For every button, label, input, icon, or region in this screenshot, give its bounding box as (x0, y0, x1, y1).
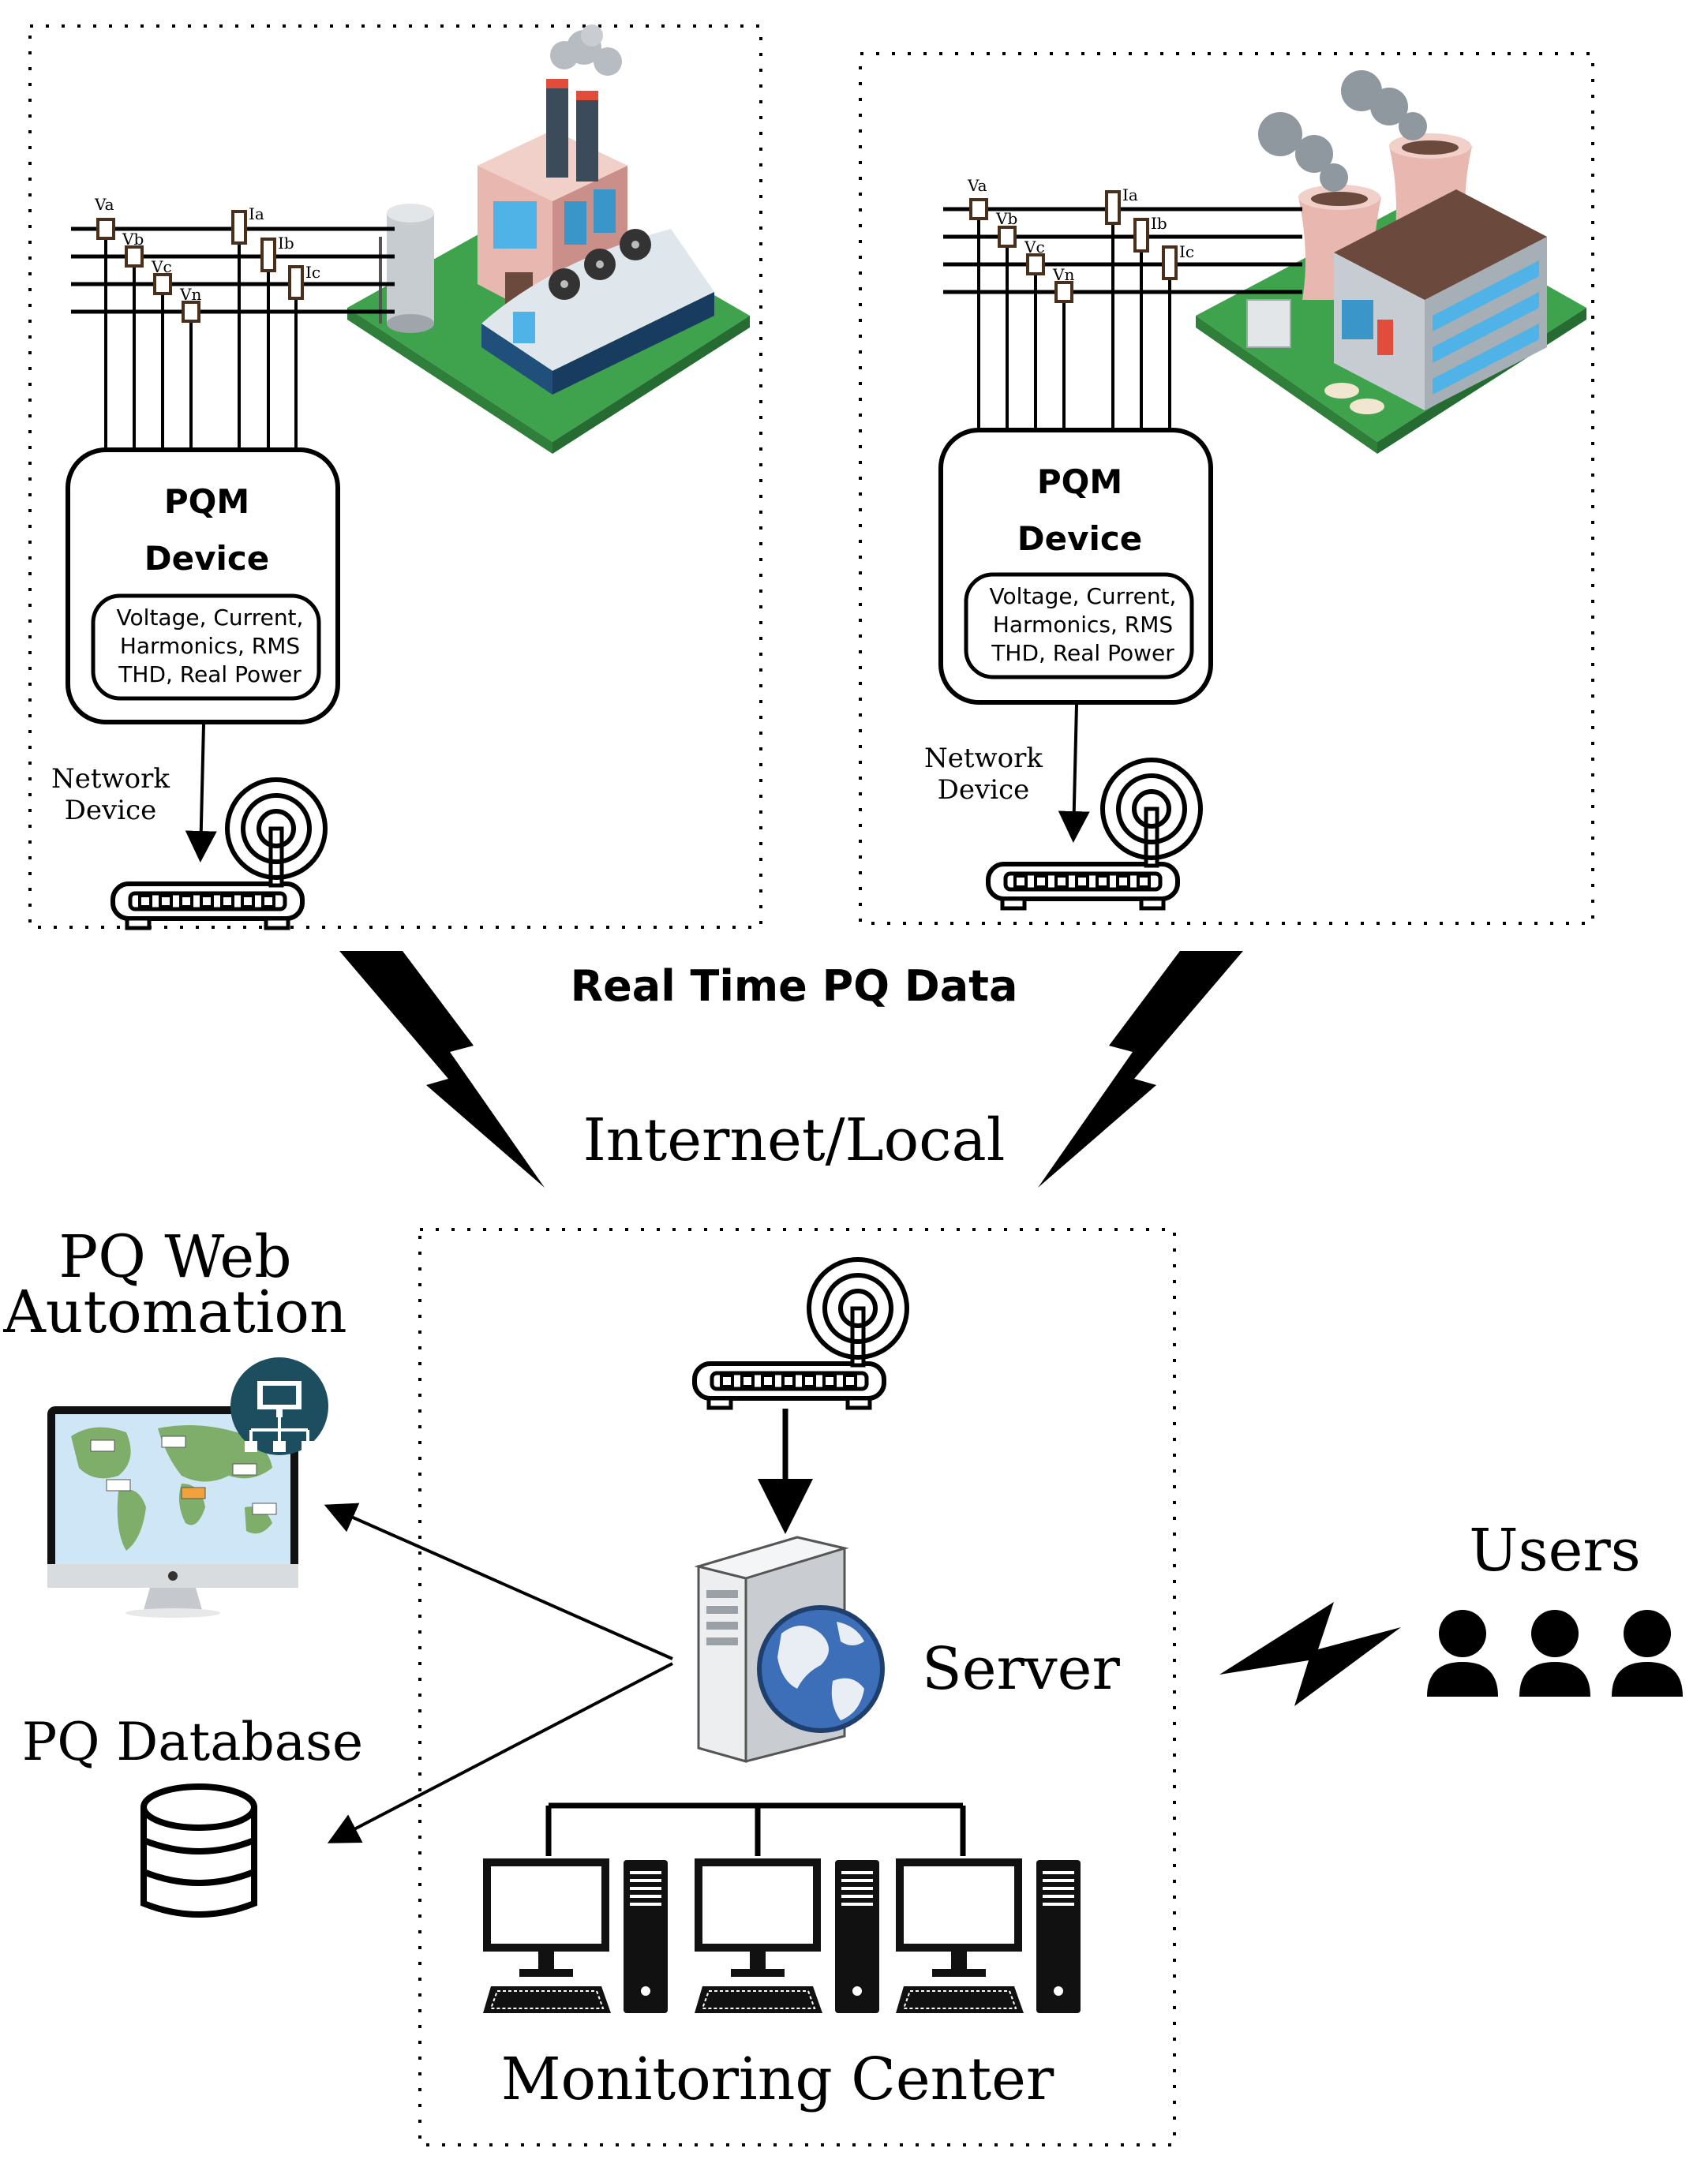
users: Users (1219, 1517, 1683, 1706)
left-pqm-device: PQM Device Voltage, Current, Harmonics, … (66, 447, 340, 724)
right-device-title-2: Device (1017, 519, 1143, 558)
server-icon (694, 1536, 885, 1763)
web-automation-label-2: Automation (2, 1278, 346, 1346)
pq-database: PQ Database (22, 1712, 363, 1918)
workstation-network (545, 1802, 966, 1856)
left-measures-2: Harmonics, RMS (120, 633, 300, 659)
left-device-to-router-arrow (185, 724, 217, 863)
user-icon-1 (1427, 1610, 1498, 1697)
monitoring-center: Server Monitoring Center (418, 1228, 1176, 2146)
left-label-vn: Vn (179, 285, 201, 304)
left-measures-1: Voltage, Current, (117, 604, 304, 631)
right-label-ic: Ic (1179, 242, 1194, 261)
left-measures-3: THD, Real Power (118, 661, 302, 687)
right-label-vc: Vc (1024, 238, 1045, 256)
right-sensors (969, 190, 1178, 303)
right-label-va: Va (967, 176, 987, 195)
left-site: Va Vb Vc Vn Ia Ib Ic PQM Device Voltage,… (28, 24, 762, 929)
left-label-va: Va (94, 195, 114, 214)
left-label-vc: Vc (151, 257, 172, 276)
server-to-database-arrow (327, 1662, 673, 1843)
left-label-vb: Vb (122, 230, 144, 249)
network-monitor-badge-icon (230, 1357, 328, 1455)
workstation-2 (694, 1858, 880, 2014)
workstation-1 (482, 1858, 669, 2014)
database-label: PQ Database (22, 1712, 363, 1772)
right-measures-3: THD, Real Power (991, 640, 1174, 666)
left-site-boundary (28, 24, 762, 929)
left-lightning-icon (339, 951, 545, 1188)
left-network-label-2: Device (65, 795, 157, 826)
link-medium: Internet/Local (583, 1106, 1006, 1174)
right-device-title-1: PQM (1037, 462, 1122, 501)
right-network-label-2: Device (938, 774, 1030, 806)
right-label-ib: Ib (1151, 214, 1167, 233)
user-icon-2 (1519, 1610, 1590, 1697)
right-label-vb: Vb (995, 209, 1017, 228)
right-label-ia: Ia (1122, 185, 1138, 204)
left-label-ia: Ia (249, 204, 264, 223)
server-label: Server (922, 1635, 1120, 1703)
right-device-to-router-arrow (1058, 704, 1090, 843)
web-automation: PQ Web Automation (2, 1223, 347, 1618)
right-lightning-icon (1038, 951, 1243, 1188)
users-label: Users (1469, 1517, 1640, 1585)
link-title: Real Time PQ Data (571, 961, 1018, 1011)
right-factory-illustration (1196, 70, 1586, 454)
center-router-icon (695, 1259, 907, 1408)
imac-monitor-icon (47, 1406, 298, 1618)
users-lightning-icon (1219, 1602, 1401, 1706)
left-device-title-2: Device (144, 539, 270, 578)
right-label-vn: Vn (1052, 265, 1074, 284)
right-network-label-1: Network (924, 743, 1043, 774)
right-measures-1: Voltage, Current, (990, 583, 1177, 609)
left-sensors (96, 210, 304, 323)
right-site-boundary (859, 52, 1594, 925)
right-site: Va Vb Vc Vn Ia Ib Ic PQM Device Voltage,… (859, 52, 1594, 925)
left-network-label-1: Network (51, 763, 170, 795)
left-device-title-1: PQM (164, 482, 249, 521)
database-icon (140, 1783, 257, 1918)
left-label-ic: Ic (305, 263, 320, 282)
left-sensor-leads (104, 213, 298, 450)
server-to-web-arrow (324, 1503, 673, 1660)
workstation-3 (895, 1858, 1081, 2014)
web-automation-label-1: PQ Web (58, 1223, 291, 1291)
right-pqm-device: PQM Device Voltage, Current, Harmonics, … (938, 428, 1213, 705)
monitoring-center-label: Monitoring Center (501, 2045, 1054, 2113)
left-factory-illustration (347, 24, 750, 454)
user-icon-3 (1612, 1610, 1683, 1697)
left-label-ib: Ib (278, 234, 294, 253)
right-measures-2: Harmonics, RMS (993, 612, 1173, 638)
